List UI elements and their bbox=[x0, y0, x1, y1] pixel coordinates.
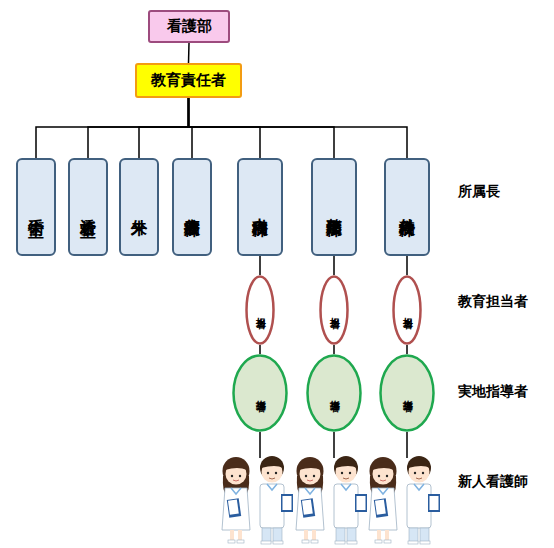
connector-line bbox=[333, 345, 335, 354]
connector-line bbox=[406, 345, 408, 354]
node-text: 指導者 bbox=[329, 392, 340, 395]
leader-line bbox=[406, 432, 408, 458]
tier-label: 新人看護師 bbox=[458, 473, 528, 491]
node-text: 療養病棟 bbox=[184, 205, 201, 209]
node-text: 教育責任者 bbox=[151, 73, 226, 89]
department-box: 整形病棟 bbox=[311, 158, 357, 256]
connector-line bbox=[189, 98, 261, 158]
mentor-ellipse: 指導者 bbox=[232, 354, 288, 432]
staff-ellipse: 担当者 bbox=[319, 275, 349, 345]
leader-line bbox=[259, 432, 261, 458]
node-text: 看護部 bbox=[167, 19, 212, 35]
node-text: 担当者 bbox=[329, 309, 340, 312]
tier-label: 教育担当者 bbox=[458, 293, 528, 311]
department-header: 看護部 bbox=[148, 10, 230, 43]
mentor-ellipse: 指導者 bbox=[379, 354, 435, 432]
tier-label: 所属長 bbox=[458, 183, 500, 201]
ellipse-shape bbox=[247, 277, 274, 344]
connector-line bbox=[259, 345, 261, 354]
connector-line bbox=[259, 256, 261, 275]
department-box: 外来 bbox=[119, 158, 159, 256]
connector-line bbox=[88, 98, 189, 158]
nurse-illustration bbox=[369, 456, 440, 544]
ellipse-shape bbox=[321, 277, 348, 344]
node-text: 指導者 bbox=[402, 392, 413, 395]
ellipse-shape bbox=[308, 356, 361, 431]
connector-line bbox=[189, 98, 408, 158]
department-box: 外科病棟 bbox=[384, 158, 430, 256]
staff-ellipse: 担当者 bbox=[392, 275, 422, 345]
node-text: 手術室 bbox=[28, 206, 45, 209]
connector-line bbox=[188, 43, 190, 63]
role-box: 教育責任者 bbox=[135, 63, 242, 98]
leader-line bbox=[333, 432, 335, 458]
nurse-illustration bbox=[296, 456, 367, 544]
ellipse-shape bbox=[381, 356, 434, 431]
department-box: 療養病棟 bbox=[172, 158, 212, 256]
ellipse-shape bbox=[394, 277, 421, 344]
connector-line bbox=[36, 98, 189, 158]
department-box: 内科病棟 bbox=[237, 158, 283, 256]
node-text: 外来 bbox=[131, 206, 148, 208]
connector-line bbox=[406, 256, 408, 275]
mentor-ellipse: 指導者 bbox=[306, 354, 362, 432]
department-box: 手術室 bbox=[16, 158, 56, 256]
node-text: 指導者 bbox=[255, 392, 266, 395]
connector-line bbox=[189, 98, 335, 158]
node-text: 担当者 bbox=[255, 309, 266, 312]
connector-line bbox=[333, 256, 335, 275]
tier-label: 実地指導者 bbox=[458, 383, 528, 401]
node-text: 透析室 bbox=[80, 206, 97, 209]
node-text: 整形病棟 bbox=[326, 205, 343, 209]
nurse-illustration bbox=[222, 456, 293, 544]
department-box: 透析室 bbox=[68, 158, 108, 256]
staff-ellipse: 担当者 bbox=[245, 275, 275, 345]
connector-line bbox=[139, 98, 189, 158]
ellipse-shape bbox=[234, 356, 287, 431]
node-text: 外科病棟 bbox=[399, 205, 416, 209]
node-text: 担当者 bbox=[402, 309, 413, 312]
node-text: 内科病棟 bbox=[252, 205, 269, 209]
